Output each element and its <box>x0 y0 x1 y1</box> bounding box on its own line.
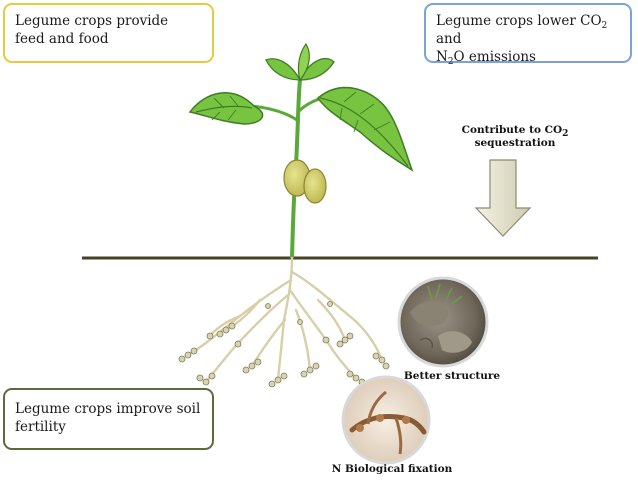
soil-photo-icon <box>397 276 489 368</box>
root-nodules <box>178 301 390 388</box>
root-nodule-photo-icon <box>341 375 431 465</box>
emissions-n2o-suffix: O emissions <box>453 49 536 65</box>
better-structure-label: Better structure <box>403 370 501 382</box>
down-arrow-icon <box>474 159 532 237</box>
co2-label-subscript: 2 <box>562 129 569 139</box>
soil-fertility-text: Legume crops improve soil fertility <box>15 401 201 435</box>
root-system <box>186 256 384 384</box>
emissions-n2o-subscript: 2 <box>447 57 454 67</box>
feed-food-text: Legume crops provide feed and food <box>15 13 169 47</box>
emissions-co2-subscript: 2 <box>601 21 608 31</box>
emissions-text-line2: N2O emissions <box>436 49 536 67</box>
co2-sequestration-label: Contribute to CO2 sequestration <box>440 124 590 150</box>
legume-plant-icon <box>188 42 414 259</box>
emissions-n2o-prefix: N <box>436 49 448 65</box>
emissions-and: and <box>436 31 462 47</box>
co2-label-line2: sequestration <box>474 137 556 149</box>
n-fixation-label: N Biological fixation <box>331 463 453 475</box>
feed-food-box: Legume crops provide feed and food <box>3 3 214 63</box>
soil-fertility-box: Legume crops improve soil fertility <box>3 388 214 450</box>
emissions-text-line1: Legume crops lower CO2 and <box>436 13 607 47</box>
co2-label-prefix: Contribute to CO <box>461 124 563 136</box>
emissions-co2-prefix: Legume crops lower CO <box>436 13 602 29</box>
emissions-box: Legume crops lower CO2 and N2O emissions <box>424 3 632 67</box>
